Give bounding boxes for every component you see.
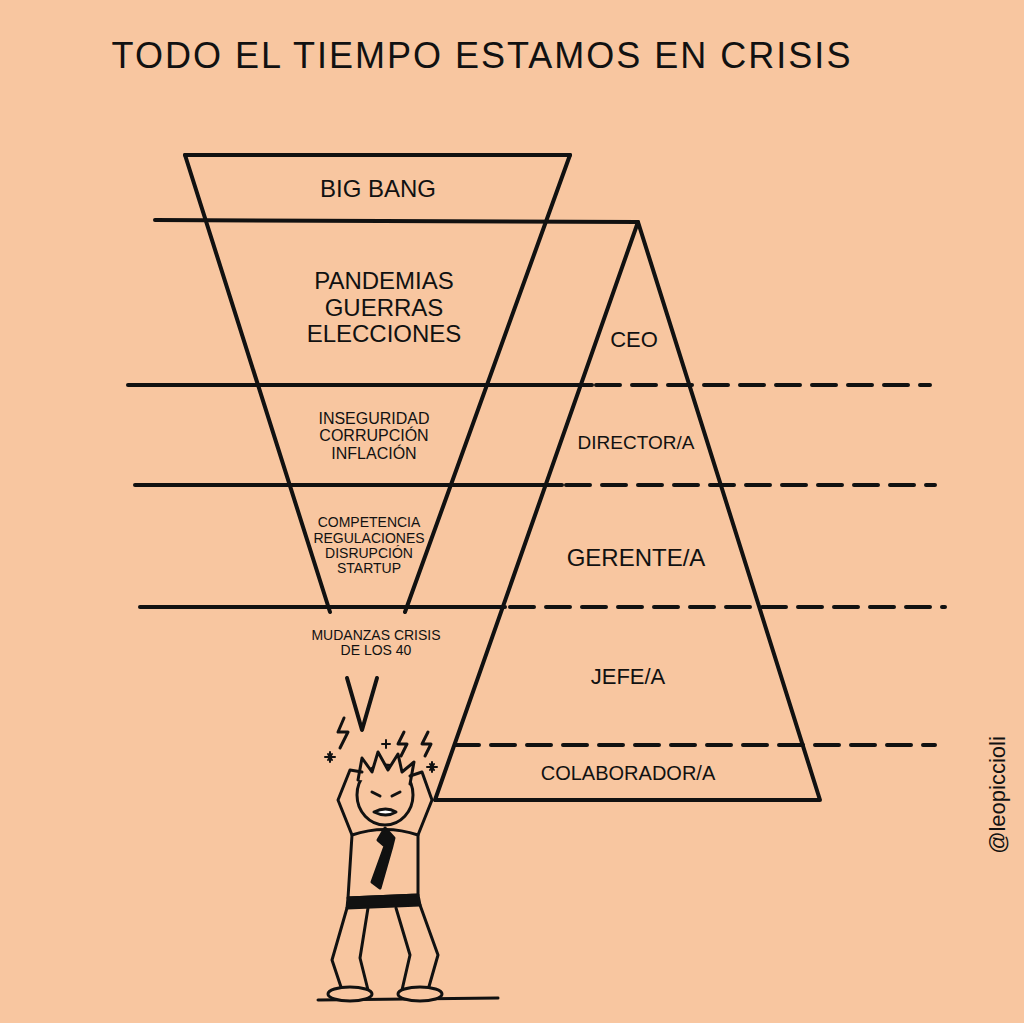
hair <box>358 752 414 784</box>
right-arm <box>410 772 432 835</box>
band-text: COMPETENCIA REGULACIONES DISRUPCIÓN STAR… <box>313 515 424 577</box>
dashed-line <box>596 383 930 387</box>
separator-line <box>128 383 592 387</box>
separator-line <box>155 220 638 222</box>
right-leg <box>396 905 438 990</box>
band-text: GERENTE/A <box>567 545 706 571</box>
funnel-band: MUDANZAS CRISIS DE LOS 40 <box>306 628 446 659</box>
band-text: JEFE/A <box>591 665 666 689</box>
pyramid-level: GERENTE/A <box>567 545 706 571</box>
lightning-bolt <box>398 732 407 756</box>
left-leg <box>332 908 368 990</box>
diagram-lines <box>128 155 945 800</box>
funnel-tip <box>347 678 377 730</box>
separator-line <box>135 483 562 487</box>
lightning-bolt <box>338 718 348 748</box>
person-figure <box>318 718 498 1001</box>
right-shoe <box>398 987 442 1001</box>
band-text: DIRECTOR/A <box>578 433 695 454</box>
band-text: INSEGURIDAD CORRUPCIÓN INFLACIÓN <box>318 410 429 463</box>
tie <box>372 828 394 888</box>
dashed-line <box>510 605 945 609</box>
band-text: CEO <box>610 328 658 352</box>
star <box>427 762 437 772</box>
funnel-band: INSEGURIDAD CORRUPCIÓN INFLACIÓN <box>318 410 429 463</box>
dashed-lines <box>455 385 945 745</box>
funnel-top <box>185 153 570 157</box>
funnel-band: BIG BANG <box>320 176 436 202</box>
pyramid-level: COLABORADOR/A <box>541 762 715 784</box>
pyramid-outline <box>435 222 820 800</box>
left-shoe <box>328 987 372 1001</box>
dashed-line <box>566 483 935 487</box>
band-text: PANDEMIAS GUERRAS ELECCIONES <box>307 268 462 347</box>
pyramid-level: CEO <box>610 328 658 352</box>
band-text: BIG BANG <box>320 176 436 202</box>
band-text: MUDANZAS CRISIS DE LOS 40 <box>306 628 446 659</box>
signature: @leopiccioli <box>985 736 1011 854</box>
lightning-bolt <box>422 732 431 756</box>
dashed-line <box>455 743 935 747</box>
separator-line <box>140 605 505 609</box>
left-arm <box>338 770 362 835</box>
star <box>325 752 335 762</box>
eyes <box>372 792 400 796</box>
mouth <box>374 809 396 815</box>
band-text: COLABORADOR/A <box>541 762 715 784</box>
title: TODO EL TIEMPO ESTAMOS EN CRISIS <box>112 35 853 77</box>
funnel-band: PANDEMIAS GUERRAS ELECCIONES <box>307 268 462 347</box>
belt <box>347 895 420 908</box>
funnel-band: COMPETENCIA REGULACIONES DISRUPCIÓN STAR… <box>313 515 424 577</box>
star <box>382 740 390 748</box>
pyramid-level: JEFE/A <box>591 665 666 689</box>
pyramid-level: DIRECTOR/A <box>578 433 695 454</box>
